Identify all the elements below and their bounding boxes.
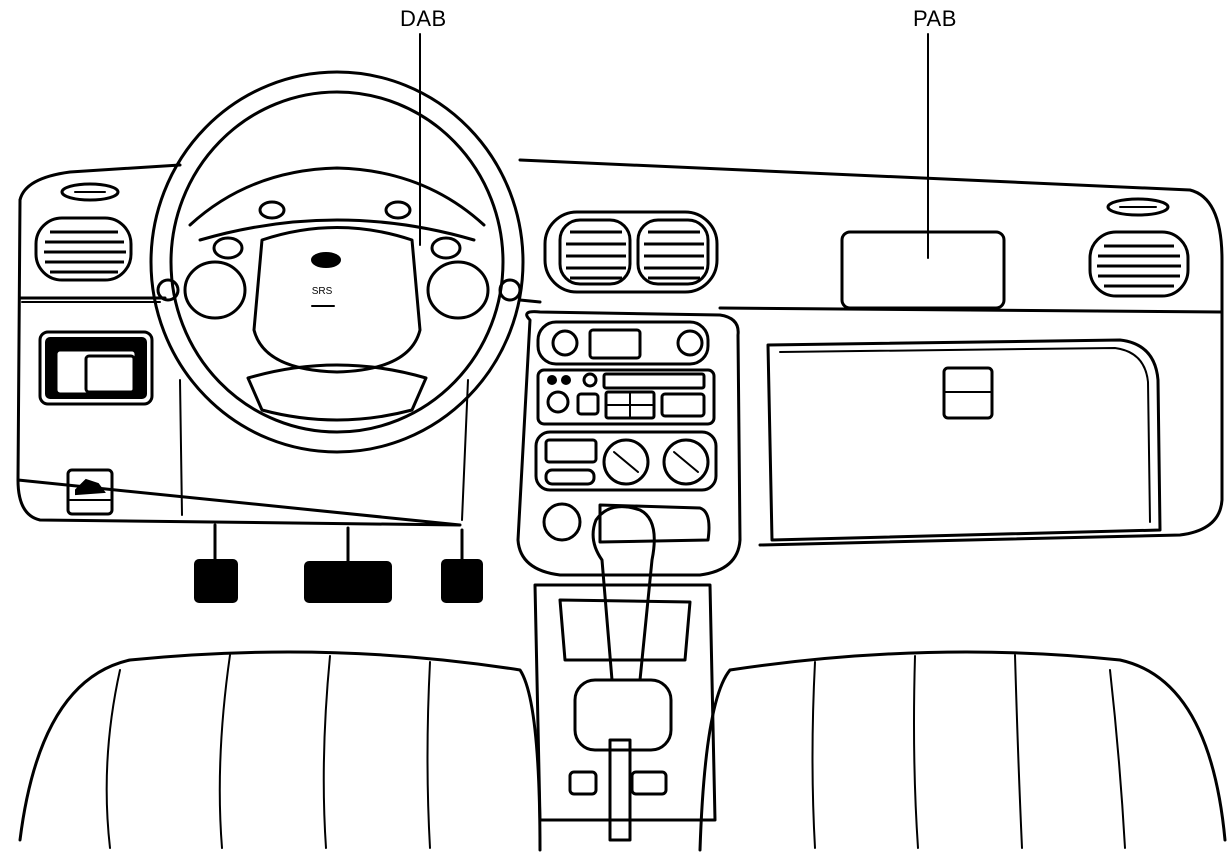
- glove-box: [766, 338, 1162, 542]
- steering-wheel: SRS: [149, 70, 525, 454]
- gear-shifter: [533, 505, 717, 842]
- left-air-vent: [34, 182, 133, 282]
- srs-logo-text: SRS: [312, 286, 333, 297]
- center-air-vents: [543, 210, 719, 294]
- pab-label: PAB: [913, 6, 957, 31]
- driver-airbag-pad: [252, 226, 422, 374]
- brand-logo-icon: [311, 252, 341, 268]
- pedals: [194, 523, 483, 603]
- left-switch-panel: [38, 330, 154, 516]
- front-seats: [18, 650, 1227, 852]
- dab-label: DAB: [400, 6, 447, 31]
- passenger-airbag-door: [840, 230, 1006, 310]
- right-air-vent: [1088, 197, 1190, 298]
- dashboard-top-edge: [18, 296, 1224, 314]
- center-console: [516, 310, 742, 577]
